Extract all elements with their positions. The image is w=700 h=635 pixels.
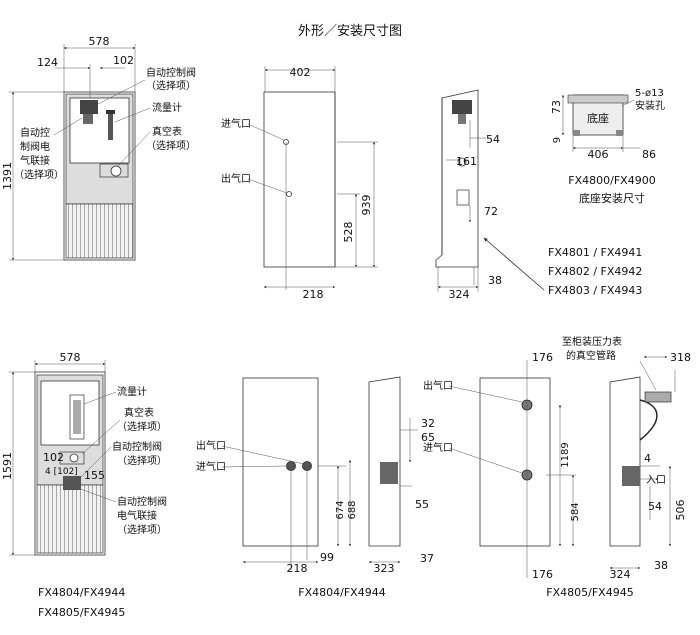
dim-9: 9 [552,137,563,143]
bl-dim-155: 155 [84,469,105,482]
model-line-2: FX4802 / FX4942 [548,265,642,278]
label-elec-2: 制阀电 [20,140,50,153]
bm-dim-688: 688 [347,500,358,519]
dim-width: 578 [89,35,110,48]
dim-54: 54 [486,133,500,146]
br-label-out: 出气口 [423,379,453,392]
br-label-pipe-2: 的真空管路 [566,349,616,362]
bm-model: FX4804/FX4944 [298,586,385,599]
bl-model-1: FX4804/FX4944 [38,586,125,599]
bm-label-out: 出气口 [196,439,226,452]
label-inlet: 进气口 [221,117,251,130]
hole-spec: 5-ø13 [635,88,664,99]
dim-h2: 939 [360,195,373,216]
base-mount-view: 底座 73 9 406 86 5-ø13 安装孔 FX4800/FX4900 底… [550,88,665,205]
bl-model-2: FX4805/FX4945 [38,606,125,619]
bl-label-auto-valve: 自动控制阀 [112,440,162,453]
bm-dim-218: 218 [287,562,308,575]
dim-72: 72 [484,205,498,218]
label-elec-1: 自动控 [20,126,50,139]
br-dim-318: 318 [670,351,691,364]
br-dim-176b: 176 [532,568,553,581]
model-line-3: FX4803 / FX4943 [548,284,642,297]
bottom-right-front-view: 出气口 进气口 176 176 1189 584 [423,351,581,581]
dim-38: 38 [488,274,502,287]
dim-height: 1391 [1,162,14,190]
bl-tag: 4 [102] [45,467,78,477]
dim-73: 73 [550,100,563,114]
br-dim-324: 324 [610,568,631,581]
bl-label-vacuum-opt: （选择项） [117,420,167,433]
model-line-1: FX4801 / FX4941 [548,246,642,259]
label-elec-4: （选择项） [14,168,64,181]
dim-161: 161 [456,155,477,168]
label-auto-valve: 自动控制阀 [146,66,196,79]
br-dim-506: 506 [674,500,687,521]
bm-dim-99: 99 [320,551,334,564]
bl-dim-height: 1591 [1,452,14,480]
bottom-left-cabinet: 578 1591 102 155 4 [102] 流量计 真空表 （选择项） 自… [1,351,167,619]
br-label-inlet: 入口 [646,475,666,486]
bottom-right-side-view: 至柜装压力表 的真空管路 318 4 入口 54 506 324 38 FX48… [546,335,691,599]
base-label: 底座 [587,111,609,125]
top-left-cabinet: 578 124 102 1391 自动控制阀 （选择项） 流量计 真空表 （选择… [1,35,196,261]
bm-dim-55: 55 [415,498,429,511]
br-dim-54: 54 [648,500,662,513]
label-elec-3: 气联接 [20,154,50,167]
dim-top: 402 [290,66,311,79]
bottom-mid-side-view: 32 65 55 323 37 FX4804/FX4944 [298,376,435,599]
label-flowmeter: 流量计 [152,101,182,114]
bm-dim-37: 37 [420,552,434,565]
bm-dim-65: 65 [421,431,435,444]
dim-h1: 528 [342,222,355,243]
br-model: FX4805/FX4945 [546,586,633,599]
bl-label-flow: 流量计 [117,385,147,398]
br-label-pipe-1: 至柜装压力表 [562,335,622,348]
label-vacuum-opt: （选择项） [146,139,196,152]
base-caption: 底座安装尺寸 [579,191,645,205]
model-list: FX4801 / FX4941 FX4802 / FX4942 FX4803 /… [483,237,642,297]
bm-dim-674: 674 [335,500,346,519]
dim-bottom: 218 [303,288,324,301]
br-dim-1189: 1189 [560,442,571,467]
br-label-in: 进气口 [423,441,453,454]
br-dim-38: 38 [654,559,668,572]
bl-dim-width: 578 [60,351,81,364]
top-mid-front-view: 402 进气口 出气口 218 528 939 [221,66,378,301]
bl-label-auto-valve-opt: （选择项） [117,454,167,467]
br-dim-584: 584 [570,502,581,521]
bm-label-in: 进气口 [196,460,226,473]
bl-dim-102: 102 [43,451,64,464]
bm-dim-32: 32 [421,417,435,430]
base-model: FX4800/FX4900 [568,174,655,187]
hole-label: 安装孔 [635,99,665,112]
br-dim-4: 4 [644,452,651,465]
top-side-view: 54 161 72 324 38 [435,89,502,301]
dim-324: 324 [449,288,470,301]
br-dim-176a: 176 [532,351,553,364]
dim-86: 86 [642,148,656,161]
dim-right: 102 [113,54,134,67]
label-outlet: 出气口 [221,172,251,185]
label-vacuum: 真空表 [152,125,182,138]
bl-label-vacuum: 真空表 [124,406,154,419]
bl-label-elec-1: 自动控制阀 [117,495,167,508]
bl-label-elec-2: 电气联接 [117,509,157,522]
bl-label-elec-3: （选择项） [117,523,167,536]
dim-406: 406 [588,148,609,161]
bottom-mid-front-view: 出气口 进气口 218 99 674 688 [196,377,358,575]
bm-dim-323: 323 [374,562,395,575]
label-auto-valve-opt: （选择项） [146,79,196,92]
page-title: 外形／安装尺寸图 [298,24,402,39]
dim-left: 124 [37,56,58,69]
